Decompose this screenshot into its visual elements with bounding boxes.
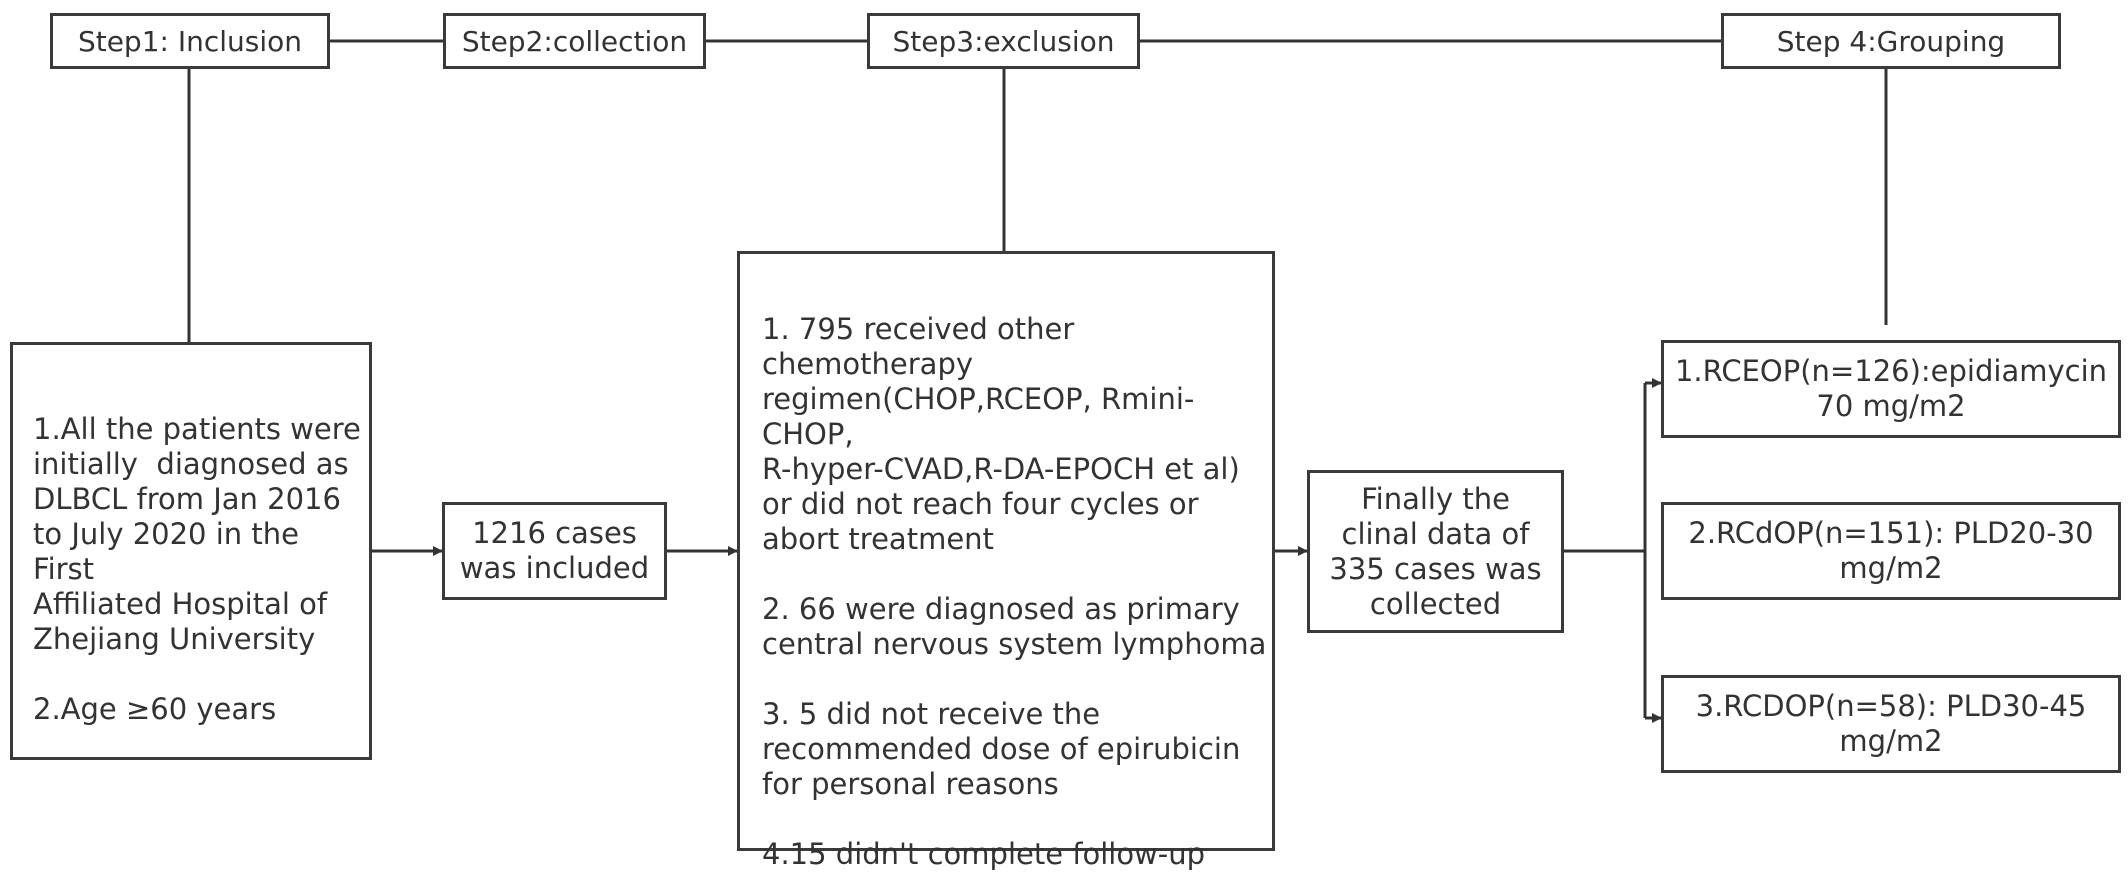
group-1-line-2: 70 mg/m2: [1816, 389, 1966, 423]
collected-data-box: Finally the clinal data of 335 cases was…: [1307, 470, 1564, 633]
exclusion-item-3-line-2: recommended dose of epirubicin: [762, 732, 1241, 766]
exclusion-item-3-line-3: for personal reasons: [762, 767, 1059, 801]
collected-line-4: collected: [1369, 586, 1502, 621]
exclusion-item-3-line-1: 3. 5 did not receive the: [762, 697, 1101, 731]
step4-header: Step 4:Grouping: [1721, 13, 2061, 69]
group-3-box: 3.RCDOP(n=58): PLD30-45 mg/m2: [1661, 675, 2121, 773]
exclusion-item-1-line-2: regimen(CHOP,RCEOP, Rmini-CHOP,: [762, 382, 1195, 451]
collected-line-1: Finally the: [1361, 481, 1510, 516]
exclusion-item-1-line-4: or did not reach four cycles or: [762, 487, 1199, 521]
group-3-line-1: 3.RCDOP(n=58): PLD30-45: [1695, 689, 2087, 723]
inclusion-criteria-1-line-4: to July 2020 in the First: [33, 517, 299, 586]
included-cases-box: 1216 cases was included: [442, 502, 667, 600]
group-1-box: 1.RCEOP(n=126):epidiamycin 70 mg/m2: [1661, 340, 2121, 438]
inclusion-criteria-1-line-6: Zhejiang University: [33, 622, 316, 656]
exclusion-item-2-line-1: 2. 66 were diagnosed as primary: [762, 592, 1240, 626]
step1-header: Step1: Inclusion: [50, 13, 330, 69]
inclusion-criteria-1-line-1: 1.All the patients were: [33, 412, 361, 446]
exclusion-item-4: 4.15 didn't complete follow-up: [762, 837, 1206, 871]
inclusion-criteria-box: 1.All the patients were initially diagno…: [10, 342, 372, 760]
exclusion-item-1-line-3: R-hyper-CVAD,R-DA-EPOCH et al): [762, 452, 1240, 486]
step2-header: Step2:collection: [443, 13, 706, 69]
group-1-line-1: 1.RCEOP(n=126):epidiamycin: [1674, 354, 2108, 388]
collected-line-2: clinal data of: [1341, 516, 1530, 551]
exclusion-item-2-line-2: central nervous system lymphoma: [762, 627, 1267, 661]
inclusion-criteria-1-line-5: Affiliated Hospital of: [33, 587, 328, 621]
exclusion-criteria-box: 1. 795 received other chemotherapy regim…: [737, 251, 1275, 871]
collected-line-3: 335 cases was: [1329, 551, 1542, 586]
inclusion-criteria-2: 2.Age ≥60 years: [33, 692, 277, 726]
included-cases-line-2: was included: [459, 551, 650, 585]
exclusion-item-1-line-5: abort treatment: [762, 522, 994, 556]
inclusion-criteria-1-line-2: initially diagnosed as: [33, 447, 349, 481]
exclusion-item-1-line-1: 1. 795 received other chemotherapy: [762, 312, 1075, 381]
group-2-line-1: 2.RCdOP(n=151): PLD20-30: [1688, 516, 2094, 550]
group-2-line-2: mg/m2: [1839, 551, 1943, 585]
group-2-box: 2.RCdOP(n=151): PLD20-30 mg/m2: [1661, 502, 2121, 600]
group-3-line-2: mg/m2: [1839, 724, 1943, 758]
inclusion-criteria-1-line-3: DLBCL from Jan 2016: [33, 482, 341, 516]
step3-header: Step3:exclusion: [867, 13, 1140, 69]
included-cases-line-1: 1216 cases: [472, 516, 637, 550]
